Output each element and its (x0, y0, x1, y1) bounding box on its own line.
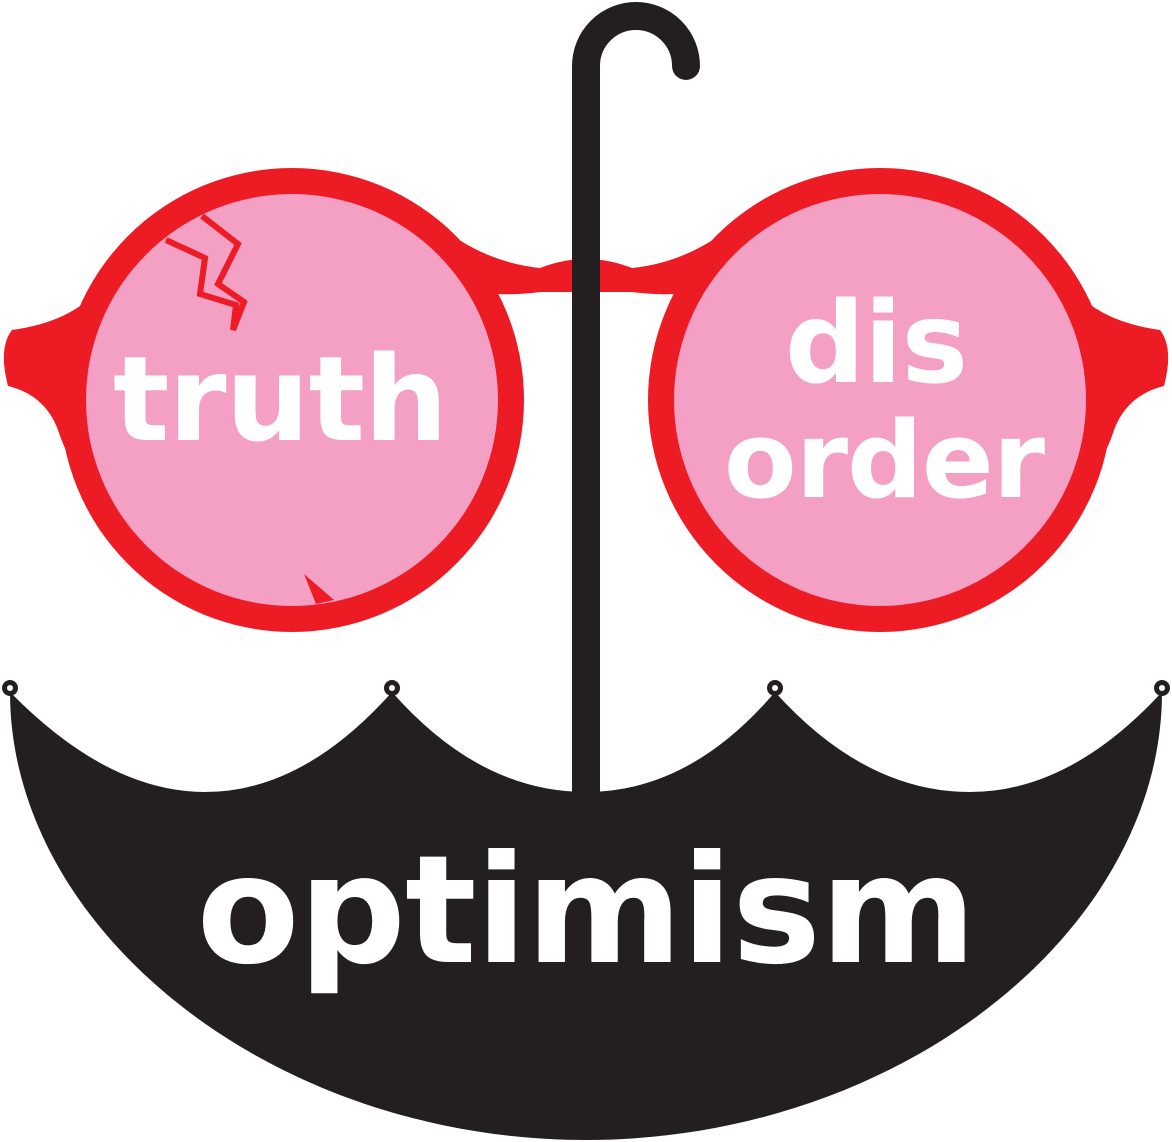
right-lens-word-line2: order (724, 399, 1045, 522)
umbrella-canopy (10, 692, 1162, 1140)
right-lens (674, 194, 1086, 606)
umbrella-handle (572, 2, 700, 80)
lens-crack-bottom (304, 574, 334, 604)
lens-crack-icon (164, 213, 248, 332)
umbrella-word: optimism (197, 824, 976, 998)
umbrella-shaft (572, 2, 700, 794)
left-lens-word: truth (113, 330, 447, 468)
shaft (572, 66, 600, 794)
left-lens (86, 194, 498, 606)
right-lens-word-line1: dis (785, 279, 967, 409)
umbrella-icon (2, 680, 1170, 1140)
rose-tinted-glasses-icon (3, 168, 1169, 632)
glasses-bridge (430, 218, 742, 295)
